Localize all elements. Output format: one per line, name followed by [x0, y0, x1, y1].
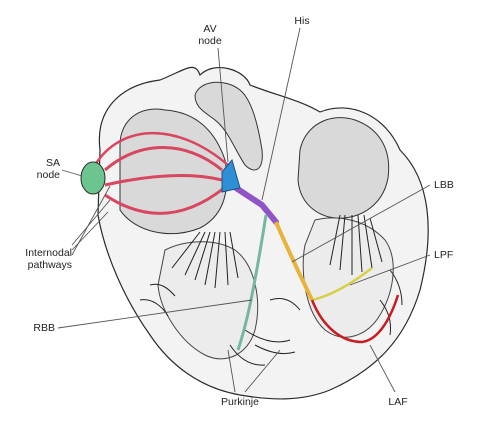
label-sa-node-line1: SA [46, 157, 60, 169]
left-ventricle [302, 217, 394, 338]
label-purkinje: Purkinje [221, 396, 259, 408]
left-valve-fibers [329, 214, 383, 275]
left-bundle-branch [274, 221, 314, 301]
label-rbb: RBB [33, 322, 55, 334]
label-internodal-line1: Internodal [25, 247, 72, 259]
left-posterior-fascicle [311, 267, 373, 302]
internodal-pathways [93, 131, 229, 215]
sa-node [80, 161, 106, 195]
av-node [221, 158, 241, 193]
label-his: His [294, 15, 309, 27]
aorta [194, 81, 263, 171]
label-av-node-line1: AV [203, 23, 216, 35]
label-sa-node-line2: node [37, 169, 61, 181]
left-atrium [297, 117, 390, 219]
label-av-node-line2: node [198, 35, 222, 47]
label-internodal-line2: pathways [28, 259, 72, 271]
right-bundle-branch [236, 214, 268, 351]
label-lpf: LPF [434, 249, 453, 261]
left-anterior-fascicle [310, 294, 400, 344]
leader-lines [57, 27, 431, 393]
bundle-of-his [233, 185, 279, 225]
right-valve-fibers [171, 231, 239, 289]
label-lbb: LBB [434, 179, 454, 191]
label-laf: LAF [388, 396, 407, 408]
